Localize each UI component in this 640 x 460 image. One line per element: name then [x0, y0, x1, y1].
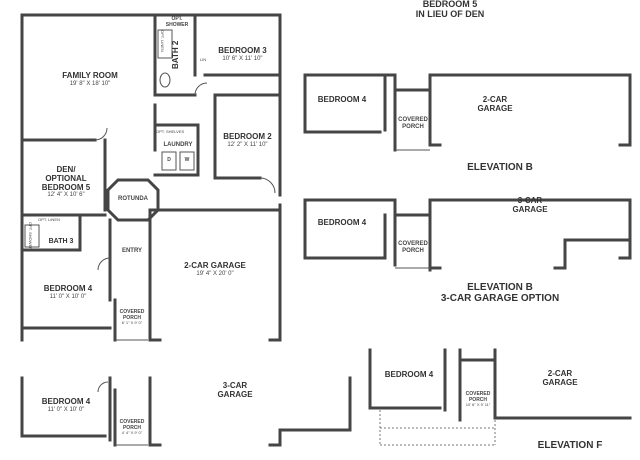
garage-dims: 19' 4" X 20' 0" [196, 270, 234, 277]
bedroom3-dims: 10' 6" X 11' 10" [222, 55, 263, 62]
elev-b3-title-line2: 3-CAR GARAGE OPTION [440, 293, 560, 304]
dryer-label: D [167, 157, 171, 163]
linen-label: LIN [199, 57, 207, 62]
washer-label: W [184, 157, 190, 163]
family-room-label: FAMILY ROOM 19' 8" X 18' 10" [50, 71, 130, 87]
bedroom4-dims: 11' 0" X 10' 0" [49, 293, 87, 300]
bedroom2-label: BEDROOM 2 12' 2" X 11' 10" [215, 132, 280, 148]
bedroom4-label: BEDROOM 4 11' 0" X 10' 0" [28, 284, 108, 300]
bl-porch-label: COVERED PORCH 4' 4" X 9' 0" [116, 419, 148, 435]
elev-f-garage-label: 2-CAR GARAGE [542, 369, 578, 387]
bottom-left-walls [20, 376, 352, 447]
opt-shower-bath3-label: OPT. SHOWER [28, 222, 33, 251]
bedroom3-name: BEDROOM 3 [218, 46, 267, 55]
main-plan-walls [20, 13, 282, 342]
elev-f-porch-label: COVERED PORCH 10' 6" X 9' 11" [461, 391, 495, 407]
elev-f-porch-dims: 10' 6" X 9' 11" [465, 402, 491, 407]
porch-dims: 6' 1" X 9' 0" [121, 320, 143, 325]
opt-shelves-label: OPT. SHELVES [156, 129, 185, 134]
elev-b-porch-label: COVERED PORCH [398, 117, 428, 130]
garage-name: 2-CAR GARAGE [184, 261, 246, 270]
entry-label: ENTRY [121, 248, 143, 254]
bedroom5-note-line1: BEDROOM 5 [422, 0, 478, 9]
elev-b-title: ELEVATION B [467, 162, 533, 173]
den-line3: BEDROOM 5 [41, 182, 91, 192]
garage-label: 2-CAR GARAGE 19' 4" X 20' 0" [170, 261, 260, 277]
laundry-label: LAUNDRY [163, 142, 193, 148]
bl-bedroom4-dims: 11' 0" X 10' 0" [47, 406, 85, 413]
bedroom2-name: BEDROOM 2 [223, 132, 272, 141]
rotunda-label: ROTUNDA [118, 196, 148, 202]
bl-bedroom4-label: BEDROOM 4 11' 0" X 10' 0" [28, 397, 104, 413]
elev-b3-title: ELEVATION B 3-CAR GARAGE OPTION [430, 282, 570, 304]
porch-name: COVERED PORCH [119, 309, 145, 321]
elev-b3-bedroom4-label: BEDROOM 4 [317, 218, 367, 227]
elev-f-bedroom4-label: BEDROOM 4 [384, 370, 434, 379]
elev-b-bedroom4-label: BEDROOM 4 [317, 95, 367, 104]
bedroom2-dims: 12' 2" X 11' 10" [227, 141, 268, 148]
bedroom4-name: BEDROOM 4 [43, 284, 93, 293]
elevation-b-3car-walls [303, 198, 632, 272]
family-room-dims: 19' 8" X 18' 10" [69, 80, 111, 87]
opt-linen-bath3-label: OPT. LINEN [38, 217, 60, 222]
den-label: DEN/ OPTIONAL BEDROOM 5 12' 4" X 10' 6" [28, 165, 104, 199]
elev-b-garage-label: 2-CAR GARAGE [477, 95, 513, 113]
elevation-f-walls [368, 348, 632, 446]
bedroom5-note-line2: IN LIEU OF DEN [415, 8, 485, 19]
bedroom3-label: BEDROOM 3 10' 6" X 11' 10" [205, 46, 280, 62]
family-room-name: FAMILY ROOM [62, 71, 118, 80]
elev-b3-title-line1: ELEVATION B [467, 282, 533, 293]
elev-f-porch-name: COVERED PORCH [465, 391, 491, 403]
bl-garage-label: 3-CAR GARAGE [217, 381, 253, 399]
opt-shower-top-label: OPT. SHOWER [165, 16, 189, 28]
bl-porch-dims: 4' 4" X 9' 0" [121, 430, 143, 435]
porch-label: COVERED PORCH 6' 1" X 9' 0" [116, 309, 148, 325]
bath2-label: BATH 2 [171, 40, 180, 70]
den-line1: DEN/ [56, 165, 76, 174]
den-dims: 12' 4" X 10' 6" [47, 192, 85, 199]
bl-bedroom4-name: BEDROOM 4 [41, 397, 91, 406]
bedroom5-note: BEDROOM 5 IN LIEU OF DEN [380, 0, 520, 20]
den-line2: OPTIONAL [45, 173, 87, 183]
opt-linen-label: OPT. LINEN [160, 30, 165, 52]
bath3-label: BATH 3 [48, 238, 74, 245]
elev-b3-porch-label: COVERED PORCH [398, 241, 428, 254]
elevation-b-walls [303, 73, 632, 152]
elev-b3-garage-label: 3-CAR GARAGE [512, 196, 548, 214]
bl-porch-name: COVERED PORCH [119, 419, 145, 431]
elev-f-title: ELEVATION F [537, 440, 603, 451]
